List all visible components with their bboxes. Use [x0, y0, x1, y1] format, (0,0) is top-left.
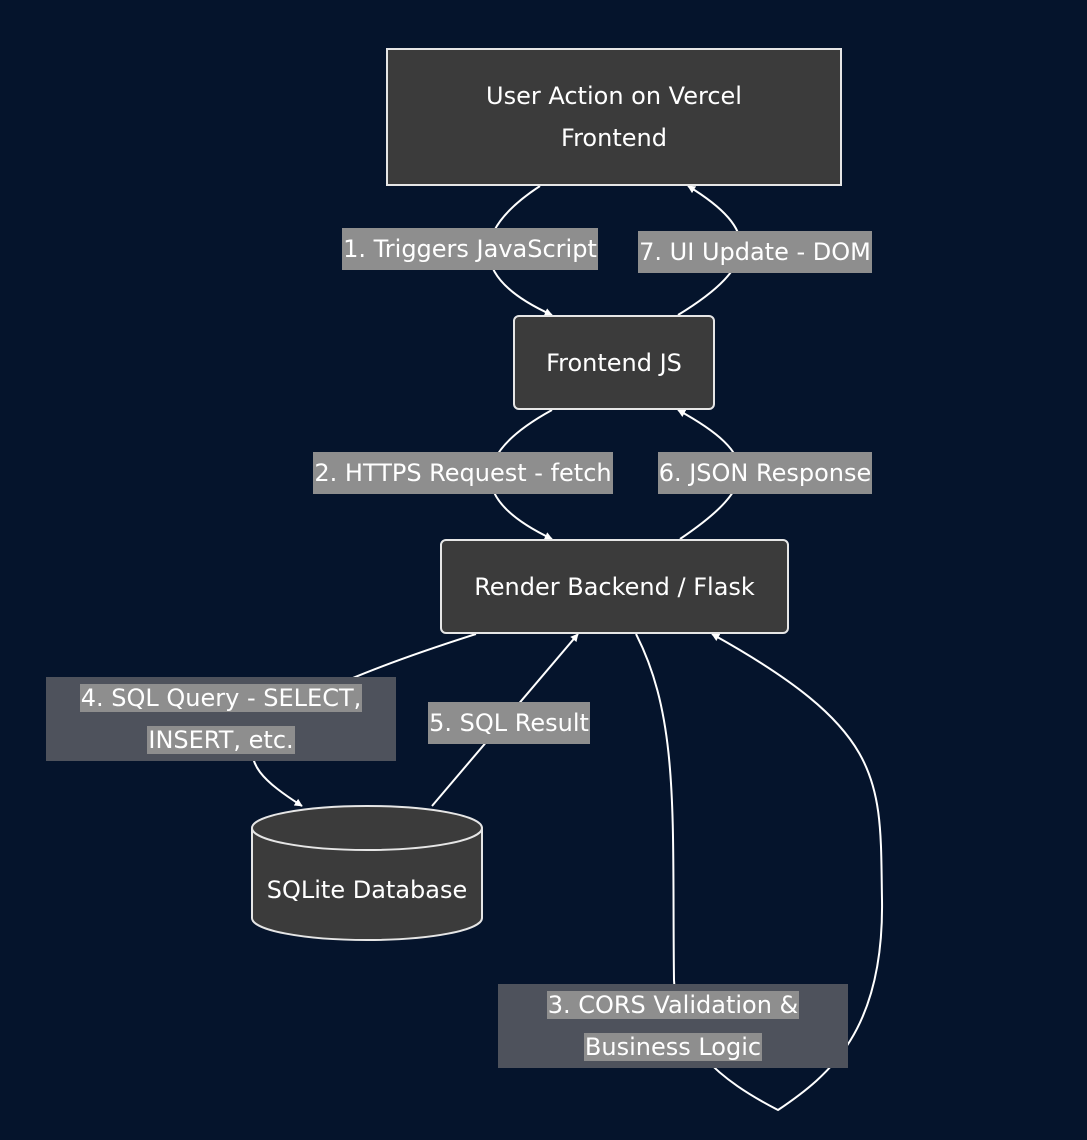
render-backend-label: Render Backend / Flask	[474, 572, 755, 601]
edge-label-7: 7. UI Update - DOM	[625, 231, 885, 273]
edge-label-3: 3. CORS Validation & Business Logic	[498, 984, 848, 1068]
edge-label-6: 6. JSON Response	[646, 452, 884, 494]
edge-label-2-text: 2. HTTPS Request - fetch	[313, 452, 613, 494]
edge-label-7-text: 7. UI Update - DOM	[638, 231, 872, 273]
edge-cors-validation	[635, 633, 884, 1112]
edge-label-6-text: 6. JSON Response	[657, 452, 873, 494]
edge-label-4: 4. SQL Query - SELECT, INSERT, etc.	[46, 677, 396, 761]
edge-label-5: 5. SQL Result	[420, 702, 598, 744]
edge-label-4-text: 4. SQL Query - SELECT, INSERT, etc.	[79, 684, 363, 754]
edge-label-2: 2. HTTPS Request - fetch	[298, 452, 628, 494]
frontend-js-node: Frontend JS	[513, 315, 715, 410]
frontend-js-label: Frontend JS	[546, 348, 682, 377]
edge-label-3-text: 3. CORS Validation & Business Logic	[546, 991, 800, 1061]
edge-label-5-text: 5. SQL Result	[428, 702, 590, 744]
sqlite-database-label: SQLite Database	[266, 876, 468, 904]
user-action-node: User Action on Vercel Frontend	[386, 48, 842, 186]
edge-label-1-text: 1. Triggers JavaScript	[342, 228, 598, 270]
user-action-label: User Action on Vercel Frontend	[486, 82, 742, 152]
sqlite-database-node	[251, 805, 483, 941]
edge-label-1: 1. Triggers JavaScript	[325, 228, 615, 270]
render-backend-node: Render Backend / Flask	[440, 539, 789, 634]
